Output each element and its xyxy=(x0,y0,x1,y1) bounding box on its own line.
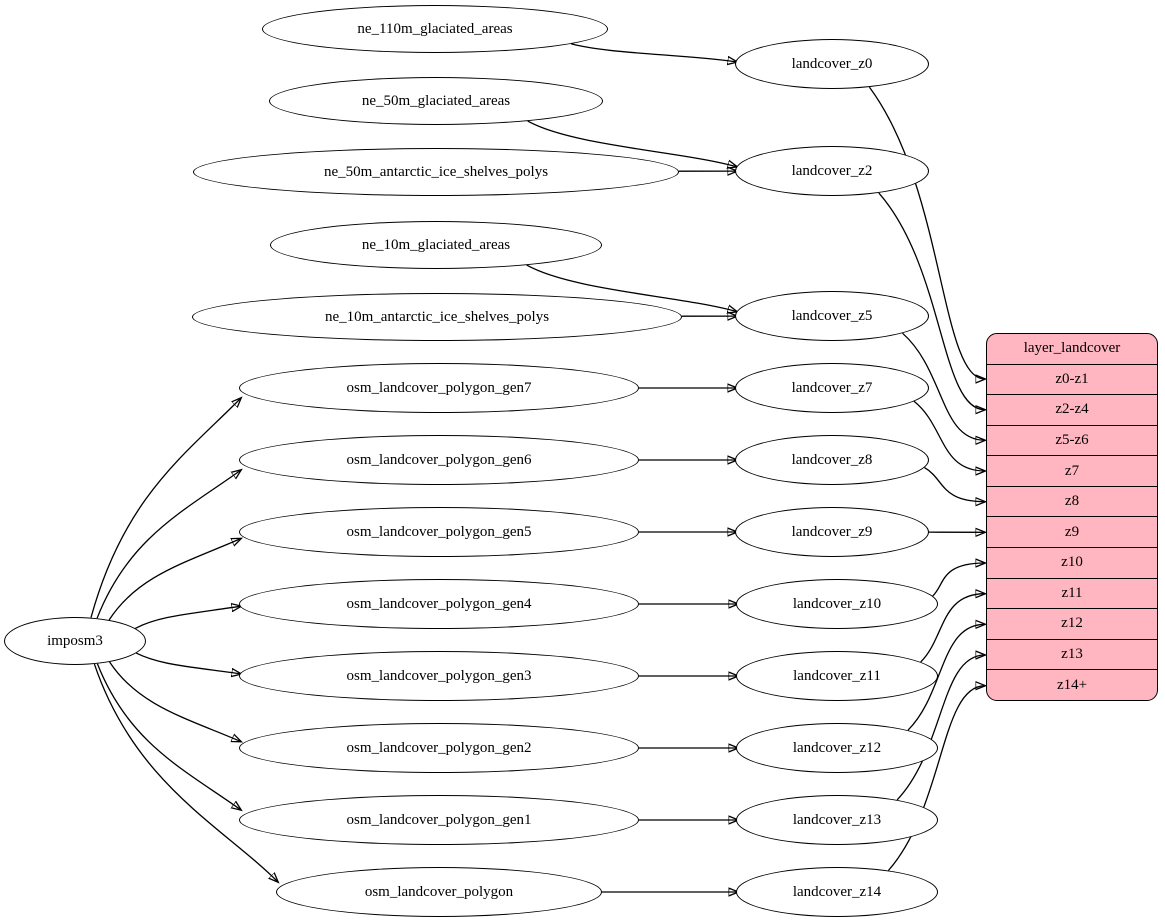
node-osm-landcover-polygon: osm_landcover_polygon xyxy=(276,867,602,917)
node-osm-landcover-polygon-gen5: osm_landcover_polygon_gen5 xyxy=(239,507,639,557)
edge-landcover_z10--row-z10 xyxy=(932,563,985,597)
node-label: osm_landcover_polygon_gen7 xyxy=(346,379,532,396)
edge-imposm3--osm_landcover_polygon_gen6 xyxy=(96,470,241,619)
node-osm-landcover-polygon-gen3: osm_landcover_polygon_gen3 xyxy=(239,651,639,701)
node-landcover-z13: landcover_z13 xyxy=(736,795,938,845)
node-label: landcover_z8 xyxy=(791,451,873,468)
node-label: landcover_z5 xyxy=(791,307,873,324)
node-label: osm_landcover_polygon_gen3 xyxy=(346,667,532,684)
node-landcover-z11: landcover_z11 xyxy=(736,651,938,701)
edge-ne_110m_glaciated_areas--landcover_z0 xyxy=(570,43,737,62)
node-landcover-z9: landcover_z9 xyxy=(735,507,929,557)
edge-ne_50m_glaciated_areas--landcover_z2 xyxy=(527,120,737,167)
node-label: landcover_z9 xyxy=(791,523,873,540)
node-label: ne_10m_antarctic_ice_shelves_polys xyxy=(324,308,550,325)
node-label: landcover_z2 xyxy=(791,162,873,179)
node-label: landcover_z10 xyxy=(792,595,882,612)
node-label: ne_50m_antarctic_ice_shelves_polys xyxy=(323,163,549,180)
node-label: osm_landcover_polygon xyxy=(364,883,514,900)
node-ne-10m-glaciated-areas: ne_10m_glaciated_areas xyxy=(270,221,602,269)
table-row-z7: z7 xyxy=(987,455,1157,486)
edge-ne_10m_glaciated_areas--landcover_z5 xyxy=(526,264,737,312)
node-label: ne_110m_glaciated_areas xyxy=(357,20,513,37)
node-osm-landcover-polygon-gen2: osm_landcover_polygon_gen2 xyxy=(239,723,639,773)
table-title: layer_landcover xyxy=(1023,340,1121,357)
node-label: imposm3 xyxy=(47,632,103,649)
node-osm-landcover-polygon-gen4: osm_landcover_polygon_gen4 xyxy=(239,579,639,629)
node-label: osm_landcover_polygon_gen6 xyxy=(346,451,532,468)
edge-landcover_z7--row-z7 xyxy=(913,400,985,471)
edge-landcover_z5--row-z5-z6 xyxy=(902,332,986,440)
node-label: ne_50m_glaciated_areas xyxy=(361,92,511,109)
edge-imposm3--osm_landcover_polygon_gen1 xyxy=(96,663,241,810)
edge-landcover_z2--row-z2-z4 xyxy=(878,192,985,410)
edge-imposm3--osm_landcover_polygon_gen7 xyxy=(90,398,241,618)
node-ne-50m-antarctic-ice-shelves-polys: ne_50m_antarctic_ice_shelves_polys xyxy=(193,148,679,196)
table-row-z11: z11 xyxy=(987,577,1157,609)
edge-imposm3--osm_landcover_polygon_gen4 xyxy=(134,606,241,629)
node-label: landcover_z7 xyxy=(791,379,873,396)
table-row-z12: z12 xyxy=(987,608,1157,639)
node-osm-landcover-polygon-gen6: osm_landcover_polygon_gen6 xyxy=(239,435,639,485)
node-label: landcover_z14 xyxy=(792,883,882,900)
node-osm-landcover-polygon-gen1: osm_landcover_polygon_gen1 xyxy=(239,795,639,845)
node-landcover-z7: landcover_z7 xyxy=(735,363,929,413)
node-label: landcover_z11 xyxy=(793,667,881,684)
edge-landcover_z13--row-z13 xyxy=(896,655,985,801)
edge-landcover_z14--row-z14+ xyxy=(887,686,985,871)
node-label: osm_landcover_polygon_gen2 xyxy=(346,739,532,756)
edge-imposm3--osm_landcover_polygon_gen5 xyxy=(108,539,241,621)
node-ne-50m-glaciated-areas: ne_50m_glaciated_areas xyxy=(269,77,603,125)
edge-imposm3--osm_landcover_polygon_gen2 xyxy=(109,661,241,742)
node-label: osm_landcover_polygon_gen4 xyxy=(346,595,532,612)
node-landcover-z2: landcover_z2 xyxy=(735,146,929,196)
table-row-z13: z13 xyxy=(987,638,1157,670)
node-label: osm_landcover_polygon_gen1 xyxy=(346,811,532,828)
node-landcover-z12: landcover_z12 xyxy=(736,723,938,773)
table-row-z9: z9 xyxy=(987,516,1157,547)
edge-landcover_z8--row-z8 xyxy=(924,467,986,502)
table-row-z10: z10 xyxy=(987,547,1157,578)
node-landcover-z5: landcover_z5 xyxy=(735,291,929,341)
node-label: landcover_z12 xyxy=(792,739,882,756)
node-landcover-z0: landcover_z0 xyxy=(735,39,929,89)
node-label: osm_landcover_polygon_gen5 xyxy=(346,523,532,540)
table-row-z2-z4: z2-z4 xyxy=(987,394,1157,425)
node-label: landcover_z0 xyxy=(791,55,873,72)
table-row-z8: z8 xyxy=(987,485,1157,517)
node-ne-10m-antarctic-ice-shelves-polys: ne_10m_antarctic_ice_shelves_polys xyxy=(192,293,682,341)
node-label: ne_10m_glaciated_areas xyxy=(361,236,511,253)
node-landcover-z14: landcover_z14 xyxy=(736,867,938,917)
node-osm-landcover-polygon-gen7: osm_landcover_polygon_gen7 xyxy=(239,363,639,413)
table-row-z5-z6: z5-z6 xyxy=(987,424,1157,456)
edge-imposm3--osm_landcover_polygon xyxy=(93,663,278,882)
table-row-z14plus: z14+ xyxy=(987,669,1157,700)
edge-landcover_z11--row-z11 xyxy=(920,594,985,663)
edge-landcover_z12--row-z12 xyxy=(907,624,985,731)
layer-landcover-table: layer_landcover z0-z1 z2-z4 z5-z6 z7 z8 … xyxy=(986,333,1158,701)
node-label: landcover_z13 xyxy=(792,811,882,828)
edge-landcover_z0--row-z0-z1 xyxy=(868,86,985,379)
node-ne-110m-glaciated-areas: ne_110m_glaciated_areas xyxy=(262,5,608,53)
node-landcover-z8: landcover_z8 xyxy=(735,435,929,485)
table-row-z0-z1: z0-z1 xyxy=(987,363,1157,395)
edge-imposm3--osm_landcover_polygon_gen3 xyxy=(135,652,241,674)
node-imposm3: imposm3 xyxy=(4,617,146,665)
node-landcover-z10: landcover_z10 xyxy=(736,579,938,629)
